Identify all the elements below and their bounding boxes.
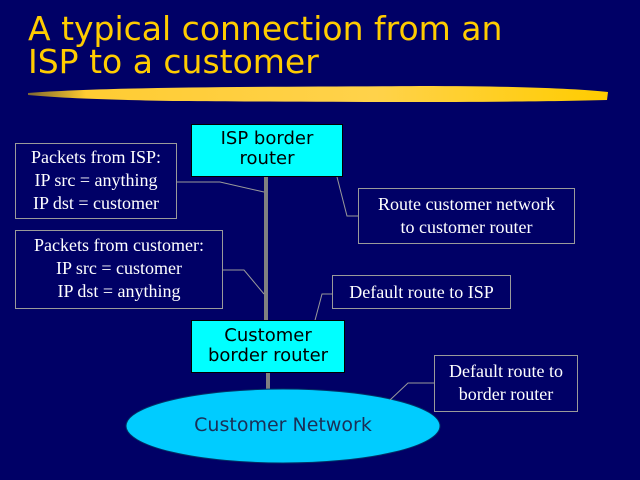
callout-line-default-isp	[313, 293, 332, 325]
customer-network-ellipse[interactable]	[125, 388, 441, 464]
title-underline-brushstroke	[28, 86, 608, 102]
note-line: IP src = customer	[56, 258, 182, 278]
customer-border-router[interactable]: Customer border router	[191, 320, 345, 373]
callout-line-default-border	[389, 382, 434, 401]
note-packets-from-isp: Packets from ISP: IP src = anything IP d…	[15, 143, 177, 219]
customer-router-label-line-1: Customer	[224, 325, 312, 346]
slide-title-line-1: A typical connection from an	[28, 9, 503, 48]
note-line: Packets from customer:	[34, 235, 204, 255]
note-default-route-isp: Default route to ISP	[332, 275, 511, 309]
isp-border-router[interactable]: ISP border router	[191, 124, 343, 177]
customer-router-label-line-2: border router	[207, 345, 329, 366]
isp-router-label-line-2: router	[239, 148, 295, 169]
slide-title: A typical connection from an ISP to a cu…	[28, 12, 502, 78]
note-default-route-border: Default route to border router	[434, 355, 578, 412]
note-line: Packets from ISP:	[31, 147, 161, 167]
note-route-customer-network: Route customer network to customer route…	[358, 188, 575, 244]
note-packets-from-customer: Packets from customer: IP src = customer…	[15, 230, 223, 309]
note-line: IP src = anything	[34, 170, 158, 190]
note-line: IP dst = anything	[57, 281, 181, 301]
customer-network-label: Customer Network	[194, 414, 372, 436]
note-line: Route customer network	[378, 194, 555, 214]
note-line: Default route to ISP	[349, 282, 494, 302]
callout-line-route-customer	[336, 176, 358, 217]
callout-line-packets-from-isp	[176, 181, 265, 193]
note-line: border router	[458, 384, 554, 404]
slide-title-line-2: ISP to a customer	[28, 42, 319, 81]
callout-line-packets-from-customer	[222, 269, 265, 295]
isp-router-label-line-1: ISP border	[220, 128, 314, 149]
note-line: IP dst = customer	[33, 193, 159, 213]
note-line: Default route to	[449, 361, 563, 381]
note-line: to customer router	[400, 217, 533, 237]
